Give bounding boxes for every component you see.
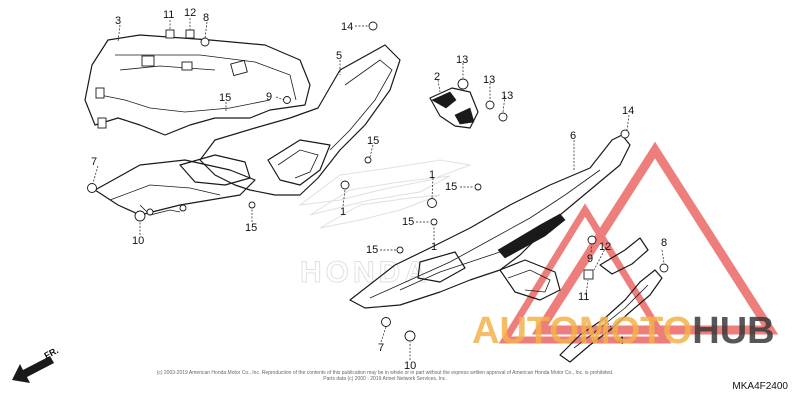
watermark-part2: MOTO: [578, 310, 693, 352]
callout-15: 15: [445, 181, 457, 193]
callout-9: 9: [266, 91, 272, 103]
clip-14-upper: [368, 21, 378, 31]
callout-12: 12: [599, 241, 611, 253]
callout-8: 8: [203, 12, 209, 24]
callout-13: 13: [456, 54, 468, 66]
callout-14: 14: [622, 105, 634, 117]
callout-1: 1: [340, 206, 346, 218]
bolt-10-right: [404, 330, 416, 342]
part-6-right-side-cowl: [349, 134, 631, 309]
callout-15: 15: [219, 92, 231, 104]
grommet-13b: [485, 100, 495, 110]
callout-15: 15: [366, 244, 378, 256]
honda-wordmark: HONDA: [300, 256, 430, 289]
part-2-small-panel: [429, 87, 479, 129]
part-4-lower-trim: [559, 237, 663, 363]
clip-14-right: [620, 129, 630, 139]
screw-15-right-b: [430, 218, 438, 226]
callout-12: 12: [184, 7, 196, 19]
part-3-inner-cover: [84, 34, 311, 136]
callout-8: 8: [661, 237, 667, 249]
screw-15-right-c: [396, 246, 404, 254]
callout-11: 11: [578, 291, 589, 303]
callout-14: 14: [341, 21, 353, 33]
grommet-13a: [457, 78, 469, 90]
callout-15: 15: [402, 216, 414, 228]
bolt-10-left: [134, 210, 146, 222]
copyright-notice: (c) 2003-2019 American Honda Motor Co., …: [150, 370, 620, 382]
grommet-13c: [498, 112, 508, 122]
screw-15-right-a: [474, 183, 482, 191]
callout-13: 13: [483, 74, 495, 86]
screw-15-lower-left: [248, 201, 256, 209]
callout-1: 1: [429, 169, 435, 181]
fasteners: [87, 21, 669, 342]
callout-2: 2: [434, 71, 440, 83]
callout-9: 9: [587, 253, 593, 265]
callout-5: 5: [336, 50, 342, 62]
callout-10: 10: [132, 235, 144, 247]
bolt-8-right: [659, 263, 669, 273]
bolt-8-upper: [200, 37, 210, 47]
screw-15-mid: [364, 156, 372, 164]
bolt-7-left: [87, 183, 97, 193]
callout-15: 15: [367, 135, 379, 147]
callout-11: 11: [163, 9, 174, 21]
callout-7: 7: [378, 342, 384, 354]
callout-1: 1: [431, 241, 437, 253]
leader-lines: [92, 18, 665, 360]
callout-10: 10: [404, 360, 416, 372]
watermark-part1: AUTO: [472, 310, 579, 352]
front-direction-arrow-icon: [12, 356, 54, 383]
callout-15: 15: [245, 222, 257, 234]
callout-3: 3: [115, 15, 121, 27]
part-5-side-cowl: [199, 44, 401, 196]
clip-12-right: [583, 269, 594, 280]
copyright-line: (c) 2003-2019 American Honda Motor Co., …: [156, 370, 614, 376]
callout-7: 7: [91, 156, 97, 168]
bolt-9-upper: [283, 96, 291, 104]
bolt-9-right: [587, 235, 597, 245]
watermark-part3: HUB: [692, 310, 775, 352]
callout-4: 4: [618, 335, 624, 347]
watermark-logo: AUTOMOTOHUB: [472, 310, 775, 353]
bolt-7-right: [381, 317, 391, 327]
diagram-code: MKA4F2400: [732, 381, 788, 392]
copyright-line: Parts data (c) 2000 - 2019 Arinet Networ…: [323, 376, 447, 382]
callout-13: 13: [501, 90, 513, 102]
callout-numbers: 3 11 12 8 14 5 9 15 15 7 10 15 1 2 13 13…: [91, 7, 667, 372]
grommet-1-mid: [427, 198, 437, 208]
callout-6: 6: [570, 130, 576, 142]
honda-background-logo: HONDA: [298, 159, 472, 290]
clip-11-upper: [165, 29, 175, 39]
clip-12-upper: [185, 29, 195, 39]
